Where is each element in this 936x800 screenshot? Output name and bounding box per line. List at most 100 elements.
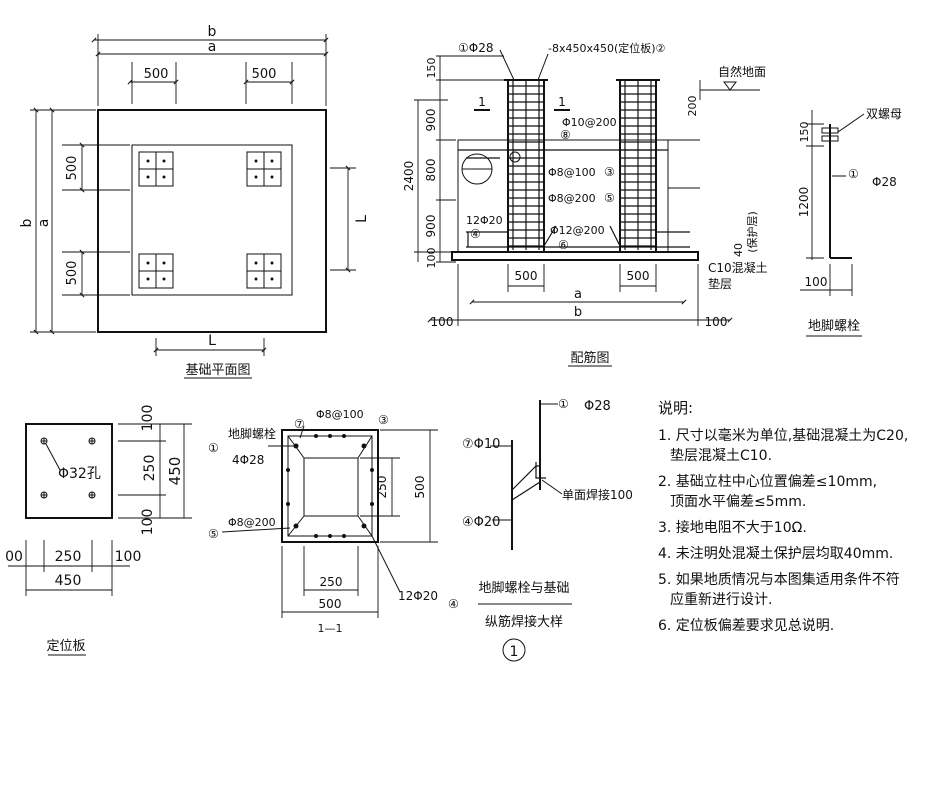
section-dim-900-top: 900: [424, 109, 438, 132]
weld-bar4: ④Φ20: [462, 515, 500, 530]
cut-tie: Φ8@200: [228, 516, 276, 529]
bolt-bar-label: Φ28: [872, 175, 897, 189]
cut-caption: 1—1: [318, 622, 343, 635]
section-caption: 配筋图: [570, 350, 609, 366]
plate-h450: 450: [55, 573, 82, 589]
note-line: 垫层混凝土C10.: [670, 448, 773, 464]
note-item: 3. 接地电阻不大于10Ω.: [658, 518, 930, 538]
cut-outer: [281, 429, 379, 543]
section-b-b: b: [574, 305, 582, 320]
bolt-group-top-right: [246, 151, 282, 187]
bolt-nut-label: 双螺母: [866, 107, 902, 121]
plan-dim-L-right: L: [354, 215, 370, 223]
weld-caption2: 纵筋焊接大样: [485, 614, 563, 630]
longitudinal-bar-dot: [370, 468, 374, 472]
cut-bars: [286, 434, 374, 538]
plate-v100-top: 100: [140, 405, 156, 432]
plan-column-area: [131, 144, 293, 296]
plan-dim-a: a: [208, 39, 217, 55]
section-b100-right: 100: [705, 315, 728, 329]
anchor-bolt: 150 1200 100 双螺母 ① Φ28 地脚螺栓: [797, 107, 902, 337]
plan-caption: 基础平面图: [185, 363, 250, 378]
plan-side-500-bottom: 500: [65, 261, 80, 286]
cut-bolt-label: 地脚螺栓: [228, 426, 276, 441]
cut-stirrup: Φ8@100: [316, 408, 364, 421]
section-plate-label: -8x450x450(定位板)②: [548, 41, 666, 55]
section-ground-label: 自然地面: [718, 64, 766, 79]
design-notes: 说明: 1. 尺寸以毫米为单位,基础混凝土为C20, 垫层混凝土C10. 2. 基础…: [658, 398, 930, 642]
weld-detail-no: 1: [510, 644, 519, 660]
section-stirrup3-no: ③: [604, 165, 615, 179]
note-item: 4. 未注明处混凝土保护层均取40mm.: [658, 544, 930, 564]
note-item: 1. 尺寸以毫米为单位,基础混凝土为C20, 垫层混凝土C10.: [658, 426, 930, 466]
reinforcement-section: 自然地面 150 900 800 2400 900 100 200 1 1 ①Φ…: [402, 41, 768, 367]
plan-outer-outline: [97, 109, 327, 333]
longitudinal-bar-dot: [370, 502, 374, 506]
section-cover-40: 40: [732, 243, 745, 257]
plate-v250: 250: [142, 455, 158, 482]
plan-side-a: a: [36, 219, 52, 228]
cut-d250-bot: 250: [320, 575, 343, 589]
section-cover-label: (保护层): [745, 211, 759, 253]
section-b100-left: 100: [431, 315, 454, 329]
longitudinal-bar-dot: [342, 534, 346, 538]
weld-bar1: Φ28: [584, 399, 611, 414]
note-item: 6. 定位板偏差要求见总说明.: [658, 616, 930, 636]
bolt-dim-150: 150: [798, 122, 811, 143]
bolt-group-bottom-left: [138, 253, 174, 289]
bolt-group-top-left: [138, 151, 174, 187]
section-mark-left: 1: [478, 95, 486, 109]
cut-stirrup-no: ⑦: [294, 417, 305, 431]
cut-inner: [303, 457, 359, 517]
section-pad1: C10混凝土: [708, 260, 768, 275]
section-dim-100: 100: [425, 248, 438, 269]
bolt-group: [138, 151, 282, 289]
note-item: 5. 如果地质情况与本图集适用条件不符应重新进行设计.: [658, 570, 930, 610]
plan-dim-500-right: 500: [252, 67, 277, 82]
section-bar4: 12Φ20: [466, 214, 503, 227]
plate-v100-bot: 100: [140, 509, 156, 536]
bolt-group-bottom-right: [246, 253, 282, 289]
longitudinal-bar-dot: [286, 468, 290, 472]
plate-v450: 450: [166, 457, 184, 486]
weld-bar1-no: ①: [558, 397, 569, 411]
section-c10-pad: [451, 251, 699, 261]
cut-stirrup-ref: ③: [378, 413, 389, 427]
cut-main-no: ④: [448, 597, 459, 611]
weld-label: 单面焊接100: [562, 487, 633, 502]
cut-tie-no: ⑤: [208, 527, 219, 541]
bolt-bar-no: ①: [848, 167, 859, 181]
cut-bolt-bars: 4Φ28: [232, 453, 264, 467]
note-item: 2. 基础立柱中心位置偏差≤10mm,顶面水平偏差≤5mm.: [658, 472, 930, 512]
weld-bar7: ⑦Φ10: [462, 437, 500, 452]
note-line: 1. 尺寸以毫米为单位,基础混凝土为C20,: [658, 428, 909, 444]
longitudinal-bar-dot: [314, 434, 318, 438]
section-stirrups: [508, 85, 656, 247]
locating-plate: Φ32孔 100 250 100 450 00 250 100 450 定位板: [5, 405, 192, 656]
plan-dim-L-bottom: L: [208, 333, 216, 349]
plate-caption: 定位板: [46, 639, 85, 654]
plate-outline: [25, 423, 113, 519]
section-b500-left: 500: [515, 269, 538, 283]
section-dim-800: 800: [424, 159, 438, 182]
section-bar4-no: ④: [470, 227, 481, 241]
cut-d500-right: 500: [413, 476, 427, 499]
weld-caption1: 地脚螺栓与基础: [478, 580, 569, 596]
section-b-a: a: [574, 287, 582, 302]
section-stirrup5-no: ⑤: [604, 191, 615, 205]
note-line: 6. 定位板偏差要求见总说明.: [658, 618, 835, 634]
section-bar6: Φ12@200: [550, 224, 605, 237]
bolt-dim-100: 100: [805, 275, 828, 289]
bolt-dim-1200: 1200: [797, 187, 811, 218]
longitudinal-bar-dot: [314, 534, 318, 538]
section-mark-right: 1: [558, 95, 566, 109]
notes-title: 说明:: [658, 399, 694, 417]
longitudinal-bar-dot: [286, 502, 290, 506]
plan-side-500-top: 500: [65, 156, 80, 181]
section-stirrup3: Φ8@100: [548, 166, 596, 179]
section-dim-900-bot: 900: [424, 215, 438, 238]
section-stirrup5: Φ8@200: [548, 192, 596, 205]
section-stirrup8-no: ⑧: [560, 128, 571, 142]
plate-h250: 250: [55, 549, 82, 565]
